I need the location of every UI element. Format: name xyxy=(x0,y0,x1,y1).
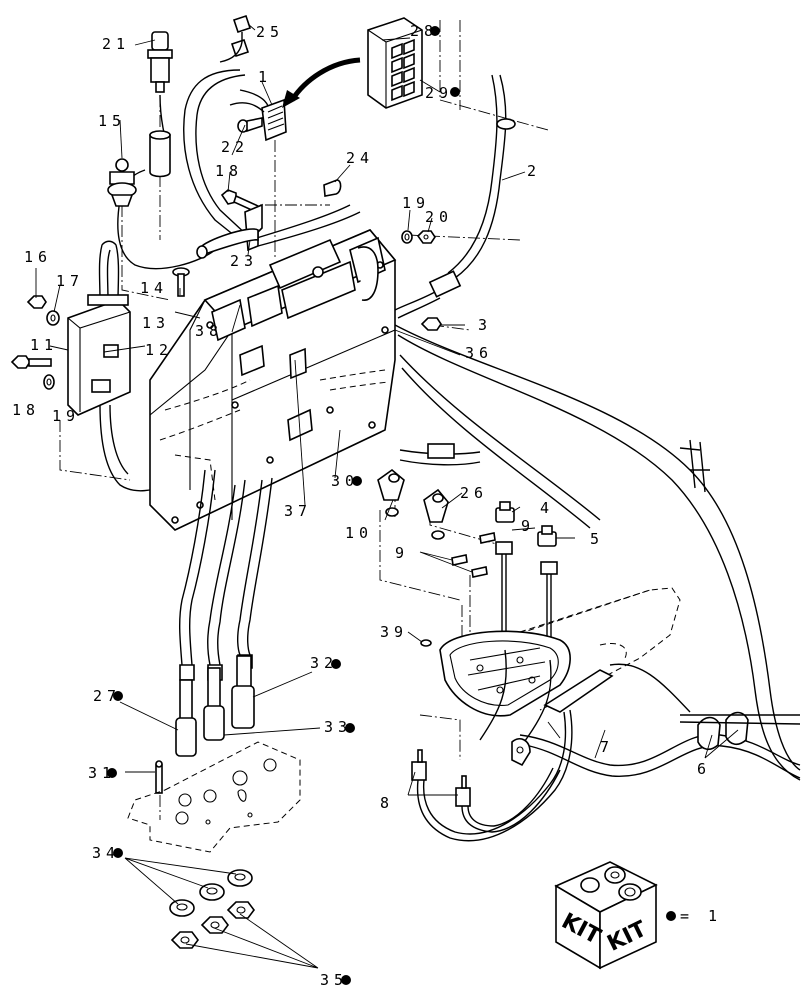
callout-19-left: 19 xyxy=(52,407,80,425)
rocker-5 xyxy=(537,525,558,660)
leader-lines xyxy=(35,23,739,969)
plug-24 xyxy=(323,179,342,197)
callout-15: 15 xyxy=(98,112,126,130)
clamps-6 xyxy=(679,711,801,751)
kit-dot-icon xyxy=(450,87,460,97)
mounting-plate xyxy=(127,741,301,853)
kit-dot-icon xyxy=(113,691,123,701)
kit-dot-icon xyxy=(345,723,355,733)
assembly-lines xyxy=(59,20,549,820)
callout-13: 13 xyxy=(142,314,170,332)
kit-dot-icon xyxy=(666,911,676,921)
callout-labels: 1 2 3 4 5 6 7 8 9 9 10 11 12 13 14 15 16… xyxy=(12,22,711,989)
rocker-4 xyxy=(495,501,515,650)
callout-9-tabs: 9 xyxy=(395,544,409,562)
connector-25 xyxy=(219,14,252,63)
fastener-16-17 xyxy=(26,295,60,326)
callout-33: 33 xyxy=(324,718,352,736)
kit-box-icon: KIT KIT xyxy=(554,861,658,970)
tabs-9 xyxy=(451,532,496,578)
kit-legend: = 1 xyxy=(666,907,722,925)
callout-28: 28 xyxy=(410,22,438,40)
console-housing xyxy=(149,229,397,531)
capacitor-21 xyxy=(149,130,171,178)
callout-6: 6 xyxy=(697,760,711,778)
screw-14 xyxy=(172,267,190,297)
terminal-33 xyxy=(203,667,225,741)
callout-3: 3 xyxy=(478,316,492,334)
module-11 xyxy=(67,294,131,416)
grommet-top xyxy=(496,118,516,130)
switch-26 xyxy=(423,488,449,540)
bracket-23 xyxy=(196,203,263,259)
kit-dot-icon xyxy=(341,975,351,985)
curved-arrow xyxy=(282,57,361,108)
nuts-35 xyxy=(170,901,255,949)
relay-module-28 xyxy=(367,17,423,109)
item-39 xyxy=(420,639,432,647)
callout-38: 38 xyxy=(195,322,223,340)
callout-19-top: 19 xyxy=(402,194,430,212)
callout-5: 5 xyxy=(590,530,604,548)
callout-23: 23 xyxy=(230,252,258,270)
callout-26: 26 xyxy=(460,484,488,502)
nut-3 xyxy=(420,317,442,331)
callout-30: 30 xyxy=(331,472,359,490)
kit-dot-icon xyxy=(107,768,117,778)
kit-dot-icon xyxy=(352,476,362,486)
callout-21: 21 xyxy=(102,35,130,53)
callout-7: 7 xyxy=(600,738,614,756)
callout-10: 10 xyxy=(345,524,373,542)
connector-1 xyxy=(229,98,287,142)
callout-18-left: 18 xyxy=(12,401,40,419)
screw-22 xyxy=(237,117,263,133)
callout-22: 22 xyxy=(221,138,249,156)
callout-25: 25 xyxy=(256,23,284,41)
callout-12: 12 xyxy=(145,341,173,359)
callout-17: 17 xyxy=(56,272,84,290)
callout-11: 11 xyxy=(30,336,58,354)
fuse-15 xyxy=(107,158,137,207)
callout-35: 35 xyxy=(320,971,348,989)
callout-32: 32 xyxy=(310,654,338,672)
terminal-27 xyxy=(175,679,197,757)
callout-27: 27 xyxy=(93,687,121,705)
callout-1: 1 xyxy=(258,68,272,86)
switch-10 xyxy=(377,468,405,517)
terminal-32 xyxy=(231,655,255,729)
fasteners-19-20 xyxy=(401,230,436,244)
callout-34: 34 xyxy=(92,844,120,862)
switch-21 xyxy=(147,31,173,93)
callout-29: 29 xyxy=(425,84,453,102)
kit-legend-text: = 1 xyxy=(680,907,722,925)
callout-36: 36 xyxy=(465,344,493,362)
callout-2: 2 xyxy=(527,162,541,180)
kit-dot-icon xyxy=(331,659,341,669)
bolt-18-19-left xyxy=(10,355,55,390)
callout-16: 16 xyxy=(24,248,52,266)
callout-18-top: 18 xyxy=(215,162,243,180)
callout-14: 14 xyxy=(140,279,168,297)
callout-37: 37 xyxy=(284,502,312,520)
kit-dot-icon xyxy=(113,848,123,858)
kit-dot-icon xyxy=(430,26,440,36)
callout-31: 31 xyxy=(88,764,116,782)
armrest-panel xyxy=(439,587,691,767)
switches-8 xyxy=(411,709,573,842)
callout-8: 8 xyxy=(380,794,394,812)
kit-marker-dots xyxy=(107,26,460,985)
pin-31 xyxy=(155,760,163,794)
callout-4: 4 xyxy=(540,499,554,517)
callout-24: 24 xyxy=(346,149,374,167)
callout-20: 20 xyxy=(425,208,453,226)
callout-39: 39 xyxy=(380,623,408,641)
callout-9-connector: 9 xyxy=(521,517,535,535)
